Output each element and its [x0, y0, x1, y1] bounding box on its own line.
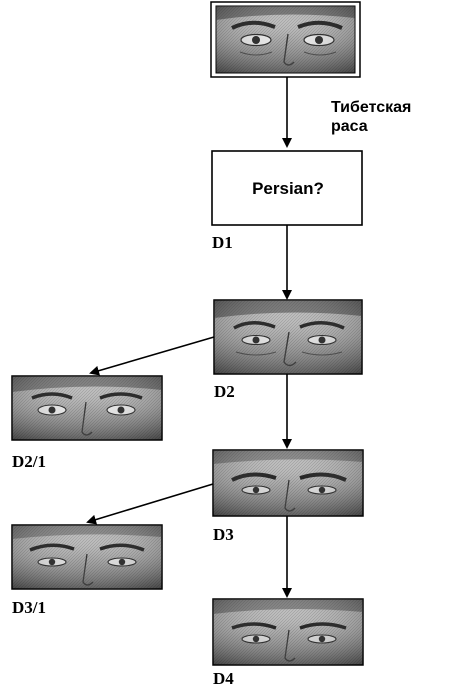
arrow-d2-to-d2-1 [89, 336, 215, 376]
d2-1-eye-photo [11, 375, 163, 441]
top-caption-line2: раса [331, 118, 368, 135]
label-d3-1: D3/1 [12, 598, 46, 617]
d4-eye-photo [212, 598, 364, 666]
label-d2: D2 [214, 382, 235, 401]
label-d1: D1 [212, 233, 233, 252]
arrow-d3-to-d3-1 [86, 483, 214, 525]
persian-question-box [211, 150, 363, 226]
d2-eye-photo [213, 299, 363, 375]
d3-eye-photo [212, 449, 364, 517]
label-d4: D4 [213, 669, 234, 687]
top-caption-line1: Тибетская [331, 99, 411, 116]
label-d3: D3 [213, 525, 234, 544]
d3-1-eye-photo [11, 524, 163, 590]
top-eye-photo [210, 1, 361, 78]
persian-question-label: Persian? [252, 179, 324, 198]
label-d2-1: D2/1 [12, 452, 46, 471]
